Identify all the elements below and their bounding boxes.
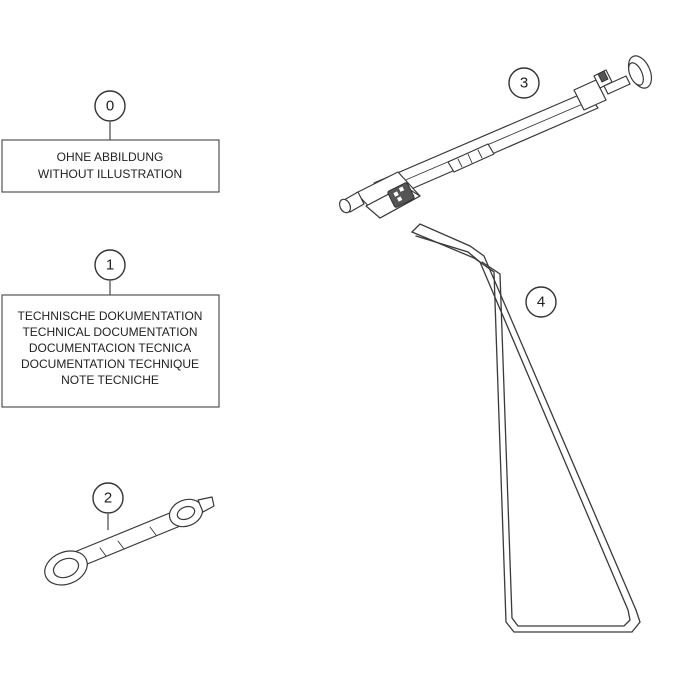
tech-doc-line-3: DOCUMENTACION TECNICA: [29, 341, 191, 355]
callout-1[interactable]: 1: [94, 249, 126, 295]
tech-doc-line-2: TECHNICAL DOCUMENTATION: [22, 325, 197, 339]
tech-doc-line-5: NOTE TECNICHE: [61, 373, 159, 387]
no-illustration-line-1: OHNE ABBILDUNG: [57, 150, 164, 164]
triangle-stand-icon[interactable]: [410, 223, 641, 633]
tech-doc-line-4: DOCUMENTATION TECHNIQUE: [21, 357, 199, 371]
air-pump-icon[interactable]: [337, 52, 656, 219]
callout-4-label: 4: [537, 294, 545, 311]
combination-wrench-icon[interactable]: [40, 495, 215, 591]
callout-2[interactable]: 2: [92, 482, 124, 530]
callout-1-label: 1: [106, 257, 114, 274]
callout-4[interactable]: 4: [525, 286, 557, 318]
tech-doc-line-1: TECHNISCHE DOKUMENTATION: [18, 309, 203, 323]
no-illustration-line-2: WITHOUT ILLUSTRATION: [38, 167, 182, 181]
callout-0-label: 0: [106, 98, 114, 115]
callout-0[interactable]: 0: [94, 90, 126, 140]
no-illustration-box: OHNE ABBILDUNG WITHOUT ILLUSTRATION: [1, 139, 220, 193]
callout-2-label: 2: [104, 490, 112, 507]
callout-3-label: 3: [520, 75, 528, 92]
callout-3[interactable]: 3: [508, 67, 540, 99]
technical-documentation-box: TECHNISCHE DOKUMENTATION TECHNICAL DOCUM…: [1, 294, 220, 408]
